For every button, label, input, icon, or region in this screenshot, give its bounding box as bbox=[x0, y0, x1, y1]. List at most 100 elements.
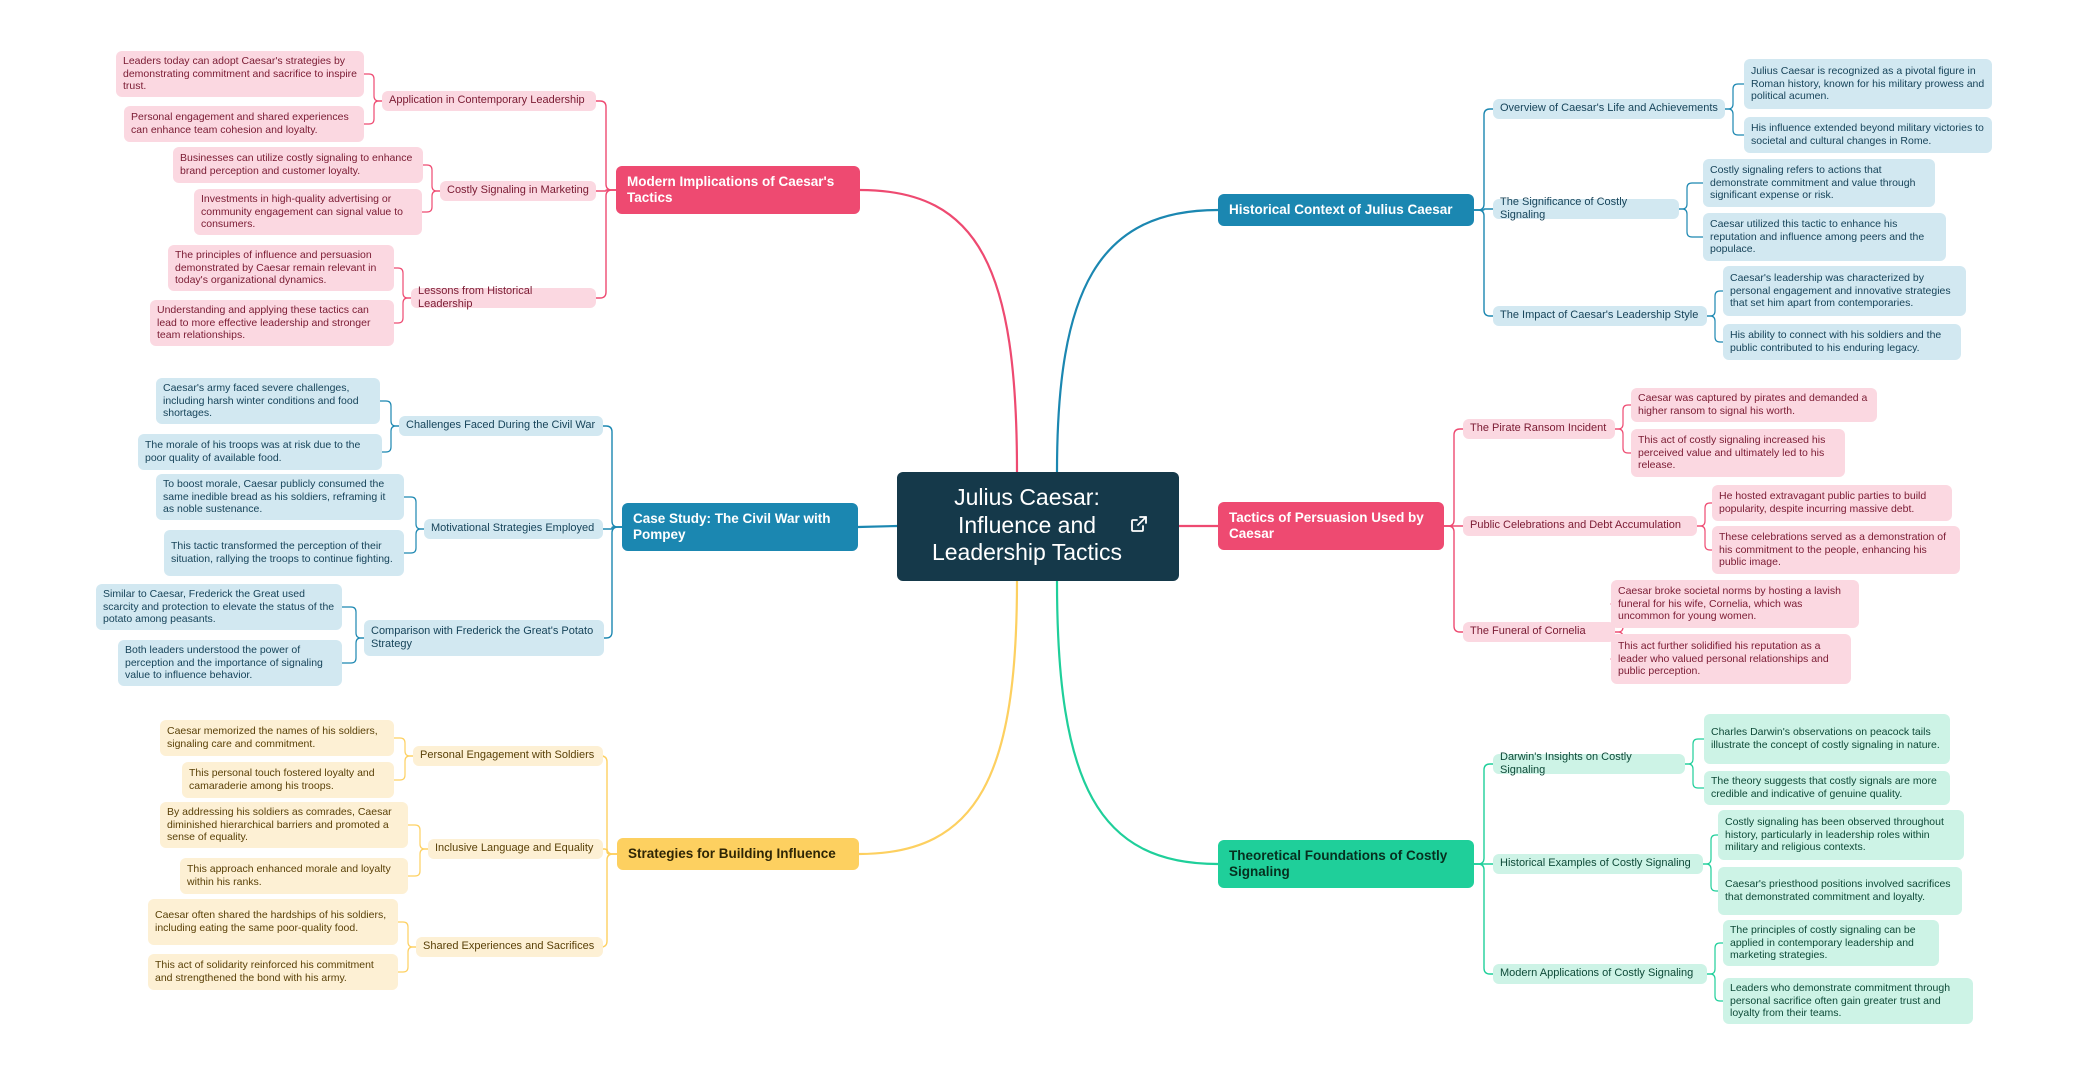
detail-node[interactable]: By addressing his soldiers as comrades, … bbox=[160, 802, 408, 848]
subtopic-node[interactable]: Overview of Caesar's Life and Achievemen… bbox=[1493, 99, 1725, 119]
detail-connector bbox=[1702, 834, 1719, 865]
subtopic-node[interactable]: Historical Examples of Costly Signaling bbox=[1493, 854, 1703, 874]
subtopic-node[interactable]: The Funeral of Cornelia bbox=[1463, 622, 1615, 642]
detail-connector bbox=[403, 528, 425, 554]
detail-connector bbox=[1724, 108, 1745, 136]
detail-connector bbox=[363, 100, 383, 125]
detail-node[interactable]: Julius Caesar is recognized as a pivotal… bbox=[1744, 59, 1992, 109]
detail-node[interactable]: Understanding and applying these tactics… bbox=[150, 300, 394, 346]
detail-connector bbox=[422, 164, 441, 192]
detail-connector bbox=[393, 737, 414, 757]
subtopic-node[interactable]: Motivational Strategies Employed bbox=[424, 519, 603, 539]
branch-node-strategies[interactable]: Strategies for Building Influence bbox=[617, 838, 859, 870]
subtopic-connector bbox=[600, 755, 618, 855]
detail-node[interactable]: Costly signaling has been observed throu… bbox=[1718, 810, 1964, 860]
detail-node[interactable]: These celebrations served as a demonstra… bbox=[1712, 526, 1960, 574]
subtopic-node[interactable]: Lessons from Historical Leadership bbox=[411, 285, 596, 310]
detail-node[interactable]: Caesar was captured by pirates and deman… bbox=[1631, 388, 1877, 422]
subtopic-node[interactable]: The Significance of Costly Signaling bbox=[1493, 196, 1679, 221]
detail-connector bbox=[1678, 182, 1704, 210]
subtopic-node[interactable]: Challenges Faced During the Civil War bbox=[399, 416, 603, 436]
detail-connector bbox=[393, 267, 412, 299]
detail-node[interactable]: Caesar often shared the hardships of his… bbox=[148, 899, 398, 945]
detail-connector bbox=[1702, 863, 1719, 892]
subtopic-connector bbox=[595, 189, 617, 299]
detail-node[interactable]: Both leaders understood the power of per… bbox=[118, 640, 342, 686]
subtopic-node[interactable]: Application in Contemporary Leadership bbox=[382, 91, 596, 111]
detail-node[interactable]: Similar to Caesar, Frederick the Great u… bbox=[96, 584, 342, 630]
detail-node[interactable]: Investments in high-quality advertising … bbox=[194, 189, 422, 235]
detail-node[interactable]: Caesar's army faced severe challenges, i… bbox=[156, 378, 380, 424]
detail-connector bbox=[1724, 83, 1745, 110]
detail-connector bbox=[393, 297, 412, 324]
external-link-icon[interactable] bbox=[1129, 514, 1149, 534]
root-node[interactable]: Julius Caesar: Influence and Leadership … bbox=[897, 472, 1179, 581]
detail-node[interactable]: He hosted extravagant public parties to … bbox=[1712, 485, 1952, 521]
detail-node[interactable]: The theory suggests that costly signals … bbox=[1704, 771, 1950, 805]
detail-connector bbox=[403, 496, 425, 530]
detail-connector bbox=[393, 755, 414, 781]
detail-node[interactable]: This act of costly signaling increased h… bbox=[1631, 429, 1845, 477]
detail-node[interactable]: Costly signaling refers to actions that … bbox=[1703, 159, 1935, 207]
detail-connector bbox=[407, 848, 429, 877]
detail-node[interactable]: Businesses can utilize costly signaling … bbox=[173, 147, 423, 183]
detail-node[interactable]: Leaders today can adopt Caesar's strateg… bbox=[116, 51, 364, 97]
subtopic-connector bbox=[1473, 209, 1494, 317]
subtopic-node[interactable]: Personal Engagement with Soldiers bbox=[413, 746, 603, 766]
detail-connector bbox=[341, 606, 365, 639]
detail-node[interactable]: The morale of his troops was at risk due… bbox=[138, 434, 382, 470]
detail-node[interactable]: Caesar's leadership was characterized by… bbox=[1723, 266, 1966, 316]
subtopic-connector bbox=[595, 189, 617, 192]
detail-connector bbox=[381, 425, 400, 453]
detail-node[interactable]: Caesar utilized this tactic to enhance h… bbox=[1703, 213, 1946, 261]
subtopic-node[interactable]: The Pirate Ransom Incident bbox=[1463, 419, 1615, 439]
branch-node-modern[interactable]: Modern Implications of Caesar's Tactics bbox=[616, 166, 860, 214]
detail-node[interactable]: His ability to connect with his soldiers… bbox=[1723, 324, 1961, 360]
detail-node[interactable]: Leaders who demonstrate commitment throu… bbox=[1723, 978, 1973, 1024]
subtopic-connector bbox=[1473, 763, 1494, 865]
detail-node[interactable]: The principles of influence and persuasi… bbox=[168, 245, 394, 291]
detail-node[interactable]: Caesar broke societal norms by hosting a… bbox=[1611, 580, 1859, 628]
detail-connector bbox=[421, 190, 441, 213]
detail-node[interactable]: The principles of costly signaling can b… bbox=[1723, 920, 1939, 966]
detail-node[interactable]: This act of solidarity reinforced his co… bbox=[148, 954, 398, 990]
detail-node[interactable]: His influence extended beyond military v… bbox=[1744, 117, 1992, 153]
detail-node[interactable]: Caesar memorized the names of his soldie… bbox=[160, 720, 394, 756]
subtopic-connector bbox=[602, 526, 623, 530]
subtopic-node[interactable]: Inclusive Language and Equality bbox=[428, 839, 603, 859]
detail-connector bbox=[341, 637, 365, 664]
subtopic-node[interactable]: Costly Signaling in Marketing bbox=[440, 181, 596, 201]
branch-node-historical[interactable]: Historical Context of Julius Caesar bbox=[1218, 194, 1474, 226]
detail-connector bbox=[1706, 315, 1724, 343]
branch-connector-theory bbox=[1055, 579, 1220, 866]
detail-node[interactable]: This approach enhanced morale and loyalt… bbox=[180, 858, 408, 894]
detail-connector bbox=[1696, 502, 1713, 527]
branch-node-tactics[interactable]: Tactics of Persuasion Used by Caesar bbox=[1218, 502, 1444, 550]
detail-node[interactable]: Personal engagement and shared experienc… bbox=[124, 106, 364, 142]
subtopic-node[interactable]: The Impact of Caesar's Leadership Style bbox=[1493, 306, 1707, 326]
detail-node[interactable]: Caesar's priesthood positions involved s… bbox=[1718, 867, 1962, 915]
detail-node[interactable]: This act further solidified his reputati… bbox=[1611, 634, 1851, 684]
detail-connector bbox=[1706, 290, 1724, 317]
detail-node[interactable]: Charles Darwin's observations on peacock… bbox=[1704, 714, 1950, 764]
detail-connector bbox=[1684, 738, 1705, 765]
detail-connector bbox=[1614, 404, 1632, 430]
subtopic-node[interactable]: Modern Applications of Costly Signaling bbox=[1493, 964, 1707, 984]
subtopic-node[interactable]: Public Celebrations and Debt Accumulatio… bbox=[1463, 516, 1697, 536]
subtopic-node[interactable]: Comparison with Frederick the Great's Po… bbox=[364, 620, 604, 656]
detail-connector bbox=[1614, 428, 1632, 454]
detail-node[interactable]: To boost morale, Caesar publicly consume… bbox=[156, 474, 404, 520]
subtopic-connector bbox=[1473, 863, 1494, 975]
detail-node[interactable]: This tactic transformed the perception o… bbox=[164, 530, 404, 576]
branch-connector-modern bbox=[858, 188, 1019, 474]
subtopic-node[interactable]: Shared Experiences and Sacrifices bbox=[416, 937, 603, 957]
detail-connector bbox=[363, 73, 383, 102]
branch-node-theory[interactable]: Theoretical Foundations of Costly Signal… bbox=[1218, 840, 1474, 888]
detail-node[interactable]: This personal touch fostered loyalty and… bbox=[182, 762, 394, 798]
branch-node-civilwar[interactable]: Case Study: The Civil War with Pompey bbox=[622, 503, 858, 551]
subtopic-connector bbox=[603, 526, 623, 639]
subtopic-node[interactable]: Darwin's Insights on Costly Signaling bbox=[1493, 751, 1685, 776]
branch-connector-civilwar bbox=[856, 524, 899, 529]
root-title: Julius Caesar: Influence and Leadership … bbox=[931, 484, 1123, 566]
